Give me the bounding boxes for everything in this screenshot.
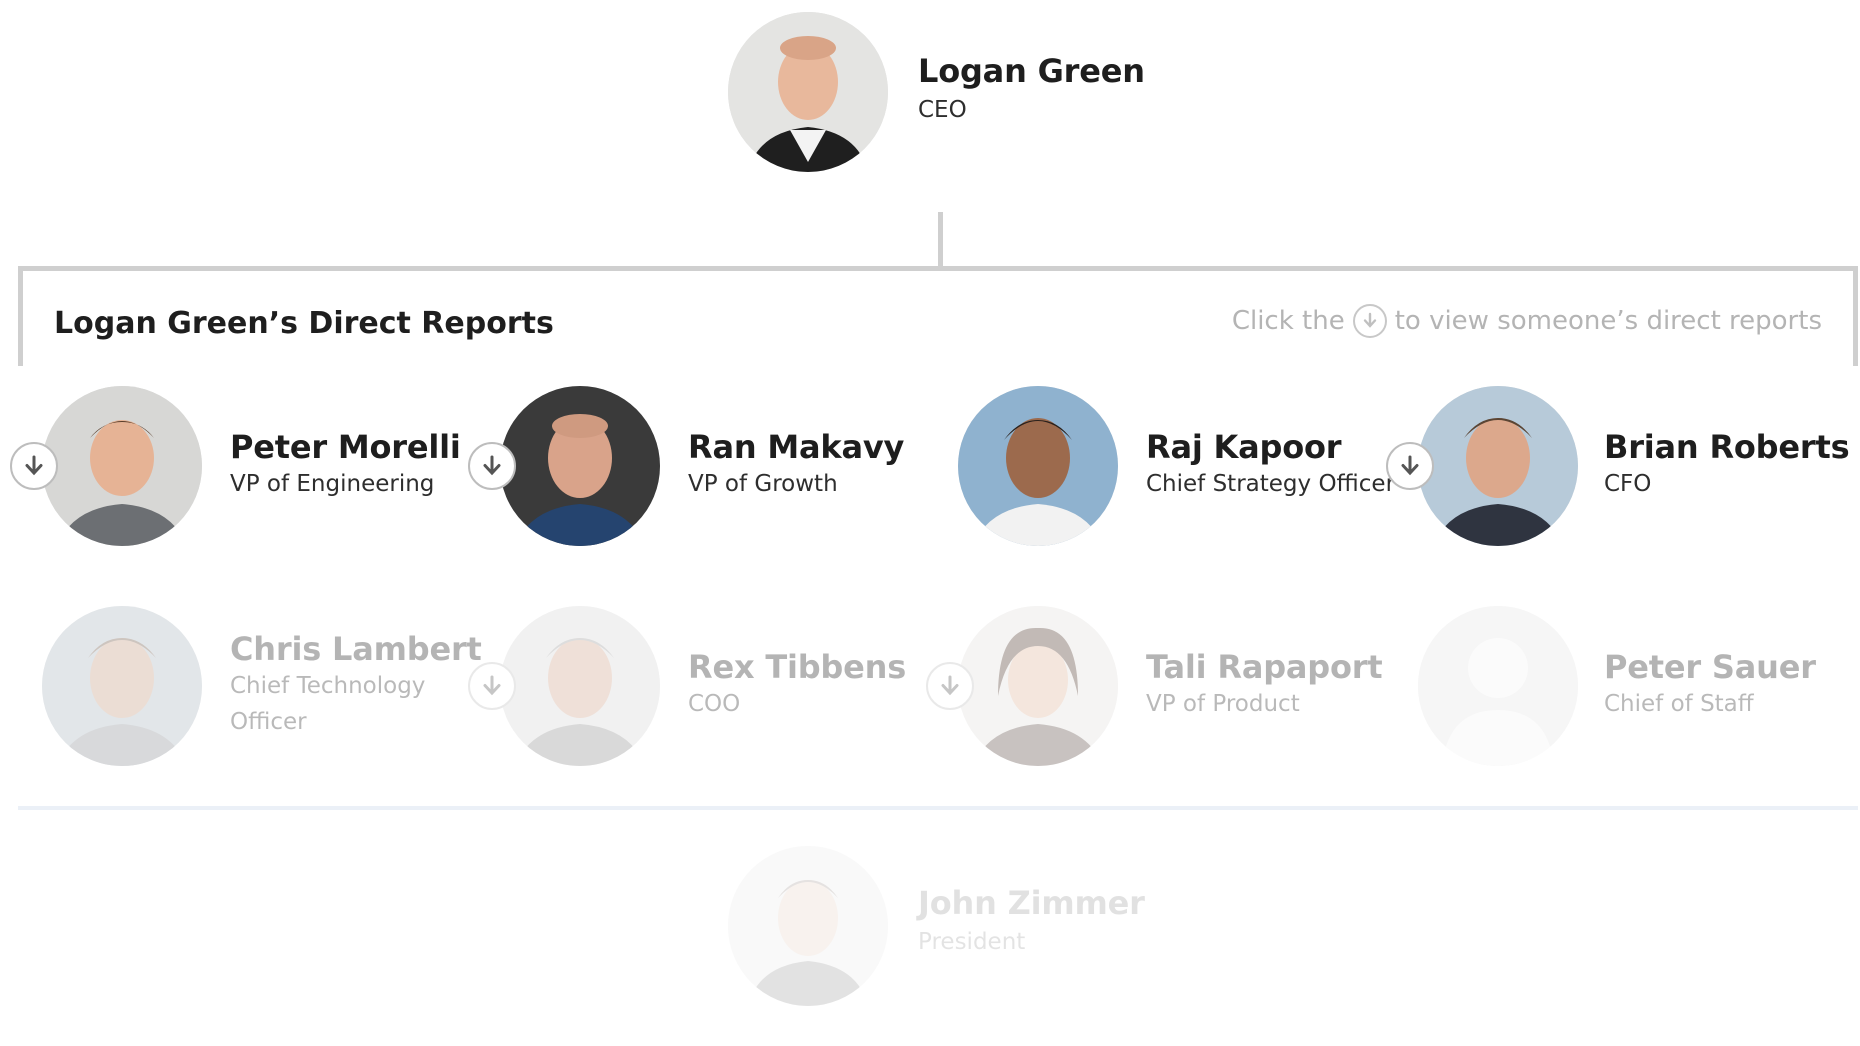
report-title: COO xyxy=(688,691,741,717)
avatar[interactable] xyxy=(1418,386,1578,546)
report-name[interactable]: Ran Makavy xyxy=(688,428,905,466)
report-name[interactable]: Brian Roberts xyxy=(1604,428,1850,466)
report-title: Chief Technology Officer xyxy=(230,673,426,735)
expand-hint: Click the to view someone’s direct repor… xyxy=(1232,304,1822,338)
report-title: VP of Product xyxy=(1146,691,1300,717)
ceo-name[interactable]: Logan Green xyxy=(918,52,1145,90)
arrow-down-icon xyxy=(1401,455,1419,476)
arrow-down-icon xyxy=(25,455,43,476)
report-name[interactable]: Rex Tibbens xyxy=(688,648,907,686)
expand-reports-button[interactable] xyxy=(926,662,974,710)
avatar[interactable] xyxy=(42,606,202,766)
arrow-down-icon xyxy=(483,675,501,696)
arrow-down-icon xyxy=(483,455,501,476)
report-name[interactable]: Tali Rapaport xyxy=(1146,648,1383,686)
avatar[interactable] xyxy=(728,12,888,172)
user-silhouette-icon xyxy=(1418,606,1578,766)
next-exec-name[interactable]: John Zimmer xyxy=(918,884,1145,922)
next-exec-title: President xyxy=(918,929,1026,955)
report-name[interactable]: Chris Lambert xyxy=(230,630,482,668)
report-name[interactable]: Raj Kapoor xyxy=(1146,428,1342,466)
avatar[interactable] xyxy=(500,606,660,766)
tree-connector-horizontal xyxy=(18,266,1858,271)
report-title: Chief of Staff xyxy=(1604,691,1754,717)
avatar[interactable] xyxy=(500,386,660,546)
tree-connector-right xyxy=(1853,266,1858,366)
report-title: Chief Strategy Officer xyxy=(1146,471,1396,497)
avatar[interactable] xyxy=(958,386,1118,546)
avatar-placeholder[interactable] xyxy=(1418,606,1578,766)
expand-reports-button[interactable] xyxy=(10,442,58,490)
avatar[interactable] xyxy=(958,606,1118,766)
direct-reports-heading: Logan Green’s Direct Reports xyxy=(54,306,554,341)
expand-reports-button[interactable] xyxy=(468,442,516,490)
hint-prefix: Click the xyxy=(1231,306,1345,336)
arrow-down-icon xyxy=(941,675,959,696)
hint-suffix: to view someone’s direct reports xyxy=(1394,306,1822,336)
tree-connector-left xyxy=(18,266,23,366)
report-title: CFO xyxy=(1604,471,1652,497)
avatar[interactable] xyxy=(728,846,888,1006)
avatar[interactable] xyxy=(42,386,202,546)
ceo-title: CEO xyxy=(918,97,967,123)
report-name[interactable]: Peter Morelli xyxy=(230,428,461,466)
tier-divider xyxy=(18,806,1858,810)
arrow-down-circle-icon xyxy=(1352,304,1387,338)
report-title: VP of Engineering xyxy=(230,471,435,497)
expand-reports-button[interactable] xyxy=(468,662,516,710)
report-title: VP of Growth xyxy=(688,471,838,497)
expand-reports-button[interactable] xyxy=(1386,442,1434,490)
report-name[interactable]: Peter Sauer xyxy=(1604,648,1816,686)
tree-connector-vertical xyxy=(938,212,943,268)
